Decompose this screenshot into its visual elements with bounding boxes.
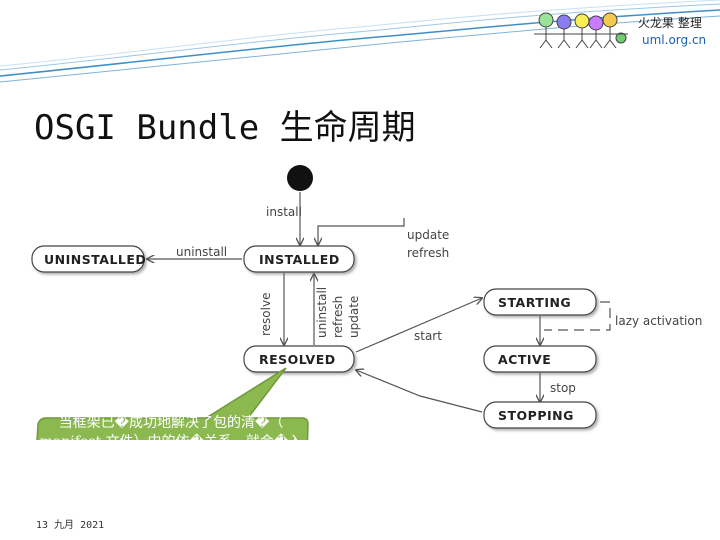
initial-node [287, 165, 313, 191]
update-refresh-loop [318, 218, 405, 245]
logo-site: uml.org.cn [642, 33, 707, 47]
page-title: OSGI Bundle 生命周期 [34, 108, 416, 148]
transition-start: start [414, 329, 442, 343]
transition-uninstall: uninstall [176, 245, 227, 259]
transition-resolve: resolve [259, 293, 273, 336]
transition-install: install [266, 205, 302, 219]
stopping-resolved-edge [356, 370, 483, 413]
state-stopping-label: STOPPING [498, 408, 574, 423]
state-uninstalled-label: UNINSTALLED [44, 252, 146, 267]
state-active [483, 345, 597, 373]
state-installed-label: INSTALLED [259, 252, 340, 267]
state-resolved-label: RESOLVED [259, 352, 336, 367]
state-installed [243, 245, 355, 273]
logo-name: 火龙果 整理 [638, 16, 702, 30]
transition-update-vertical: update [347, 296, 361, 338]
lifecycle-diagram: UNINSTALLED INSTALLED RESOLVED STARTING … [16, 148, 708, 440]
logo: 火龙果 整理 uml.org.cn [528, 8, 718, 52]
transition-lazy-activation: lazy activation [615, 314, 702, 328]
footer-date: 13 九月 2021 [36, 520, 105, 531]
transition-stop: stop [550, 381, 576, 395]
state-uninstalled [31, 245, 145, 273]
state-active-label: ACTIVE [498, 352, 551, 367]
state-starting-label: STARTING [498, 295, 571, 310]
state-stopping [483, 401, 597, 429]
logo-figures-icon [534, 12, 628, 49]
start-edge [355, 298, 482, 353]
transition-refresh: refresh [407, 246, 449, 260]
callout-text: 当框架已�成功地解决了包的清�（ manifest 文件）中的依�关系，就会�入… [39, 415, 303, 469]
callout-bubble [36, 367, 309, 440]
transition-update: update [407, 228, 449, 242]
state-starting [483, 288, 597, 316]
transition-refresh-vertical: refresh [331, 296, 345, 338]
lazy-activation-edge [544, 301, 611, 331]
transition-uninstall-vertical: uninstall [315, 287, 329, 338]
state-resolved [243, 345, 355, 373]
